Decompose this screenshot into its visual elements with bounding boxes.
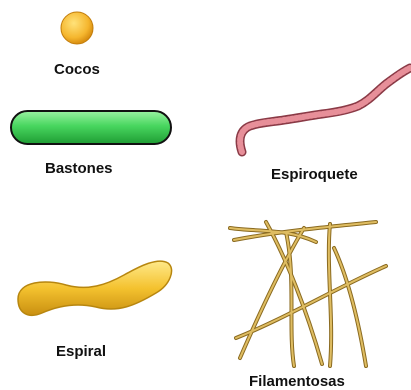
spiral-illustration <box>8 255 178 325</box>
coccus-illustration <box>58 10 98 50</box>
filamentosas-label: Filamentosas <box>249 373 345 390</box>
filaments-illustration <box>226 218 406 368</box>
espiral-label: Espiral <box>56 343 106 360</box>
espiroquete-label: Espiroquete <box>271 166 358 183</box>
cocos-label: Cocos <box>54 61 100 78</box>
bastones-label: Bastones <box>45 160 113 177</box>
rod-illustration <box>8 108 176 148</box>
spirochete-illustration <box>230 60 411 160</box>
